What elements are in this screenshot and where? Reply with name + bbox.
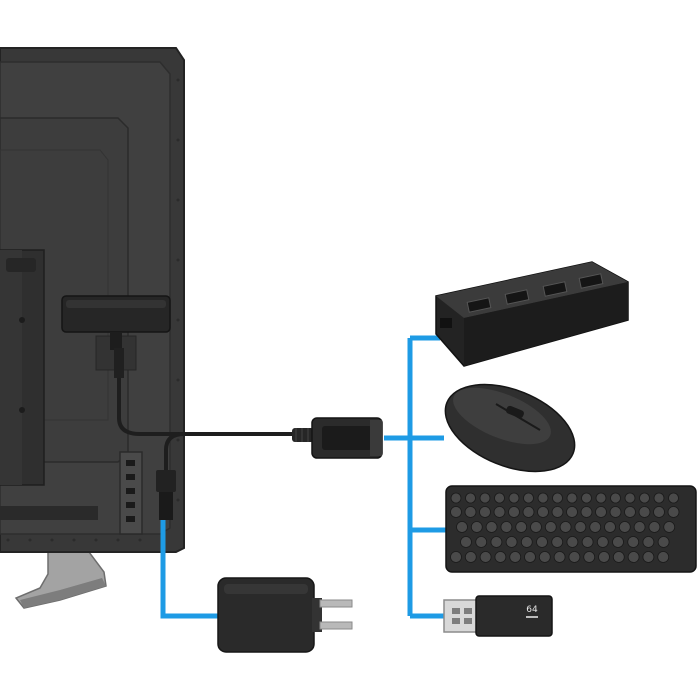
keyboard-key [479, 506, 491, 518]
keyboard-key [595, 506, 607, 518]
keyboard-key [493, 506, 506, 518]
keyboard-key [464, 551, 477, 563]
keyboard-key [633, 521, 646, 533]
keyboard-key [642, 551, 655, 563]
keyboard-key [553, 551, 566, 563]
keyboard-key [566, 492, 578, 504]
keyboard-key [667, 506, 680, 518]
keyboard-key [450, 551, 462, 563]
usb-hub-icon [435, 261, 629, 367]
keyboard-key [475, 536, 488, 548]
keyboard-key [653, 492, 665, 504]
keyboard-key [479, 492, 491, 504]
usb-capacity-label: 64 [526, 605, 538, 615]
keyboard-key [490, 536, 503, 548]
keyboard-key [470, 521, 483, 533]
keyboard-key [551, 536, 564, 548]
keyboard-key [596, 536, 609, 548]
keyboard-key [494, 492, 505, 504]
keyboard-key [566, 506, 578, 518]
keyboard-key [642, 536, 655, 548]
keyboard-key [508, 492, 520, 504]
keyboard-key [524, 551, 536, 563]
keyboard-key [657, 536, 670, 548]
keyboard-key [668, 492, 679, 504]
keyboard-key [568, 551, 581, 563]
keyboard-key [537, 492, 549, 504]
keyboard-key [552, 492, 563, 504]
tv-stand [14, 547, 107, 609]
tv-port-panel [119, 451, 143, 535]
keyboard-key [627, 551, 640, 563]
keyboard-icon [445, 485, 697, 573]
keyboard-key [583, 551, 596, 563]
keyboard-key [663, 521, 676, 533]
keyboard-key [515, 521, 528, 533]
keyboard-key [639, 492, 650, 504]
keyboard-key [609, 506, 622, 518]
otg-cable-icon [117, 378, 383, 520]
power-connection-line [160, 520, 220, 619]
keyboard-key [508, 506, 520, 518]
keyboard-key [530, 521, 542, 533]
keyboard-key [522, 506, 535, 518]
keyboard-key [485, 521, 498, 533]
keyboard-key [464, 506, 477, 518]
keyboard-key [598, 551, 610, 563]
power-adapter-icon [217, 577, 353, 653]
keyboard-key [612, 551, 625, 563]
keyboard-key [580, 506, 593, 518]
mouse-icon [444, 383, 576, 473]
keyboard-key [494, 551, 507, 563]
usb-flash-drive-icon: 64 [443, 595, 553, 637]
keyboard-key [627, 536, 640, 548]
keyboard-key [566, 536, 579, 548]
keyboard-key [538, 551, 551, 563]
keyboard-key [559, 521, 572, 533]
keyboard-key [589, 521, 602, 533]
keyboard-key [624, 492, 636, 504]
keyboard-key [544, 521, 557, 533]
keyboard-key [450, 492, 462, 504]
keyboard-keys [450, 492, 680, 563]
keyboard-key [509, 551, 522, 563]
keyboard-key [595, 492, 607, 504]
keyboard-key [520, 536, 533, 548]
keyboard-key [523, 492, 534, 504]
keyboard-key [479, 551, 492, 563]
keyboard-key [638, 506, 651, 518]
keyboard-key [537, 506, 549, 518]
keyboard-key [653, 506, 665, 518]
keyboard-key [460, 536, 472, 548]
keyboard-key [456, 521, 468, 533]
keyboard-key [604, 521, 616, 533]
keyboard-key [500, 521, 513, 533]
keyboard-key [610, 492, 621, 504]
keyboard-key [657, 551, 670, 563]
keyboard-key [536, 536, 548, 548]
connection-lines [160, 335, 446, 619]
streaming-stick-icon [61, 295, 171, 378]
keyboard-key [624, 506, 636, 518]
keyboard-key [618, 521, 631, 533]
keyboard-key [574, 521, 587, 533]
keyboard-key [612, 536, 624, 548]
keyboard-key [581, 492, 592, 504]
keyboard-key [465, 492, 476, 504]
keyboard-key [551, 506, 564, 518]
keyboard-key [648, 521, 661, 533]
keyboard-key [581, 536, 594, 548]
keyboard-key [505, 536, 518, 548]
keyboard-key [450, 506, 462, 518]
